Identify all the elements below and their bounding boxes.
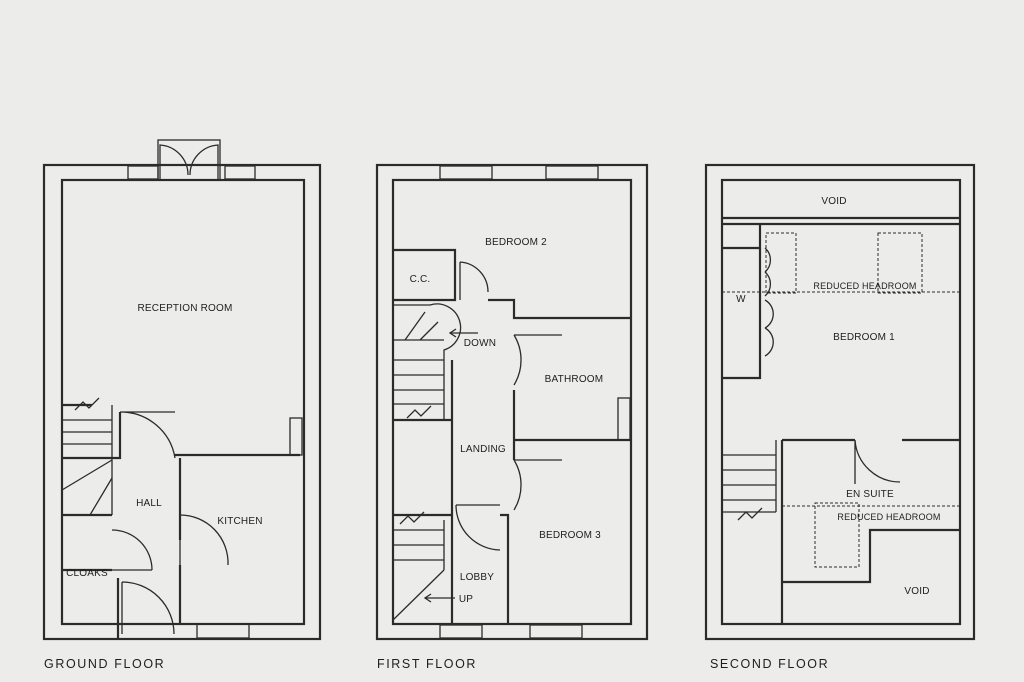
- room-label-bedroom-1: BEDROOM 1: [833, 332, 895, 343]
- window: [439, 165, 493, 180]
- room-label-bedroom-3: BEDROOM 3: [539, 530, 601, 541]
- first-stairs-lower: [392, 511, 455, 621]
- ground-floor-plan: [42, 139, 322, 641]
- first-stairs-upper: [393, 303, 478, 420]
- room-label-bathroom: BATHROOM: [545, 374, 604, 385]
- floor-caption-second: SECOND FLOOR: [710, 657, 829, 671]
- window: [196, 623, 250, 639]
- room-label-void-top: VOID: [821, 196, 846, 207]
- first-floor-plan: [375, 163, 649, 641]
- floor-caption-ground: GROUND FLOOR: [44, 657, 165, 671]
- door-swing: [459, 261, 489, 300]
- room-label-lobby: LOBBY: [460, 572, 494, 583]
- door-swing: [121, 581, 175, 635]
- room-label-cc: C.C.: [410, 274, 431, 285]
- door-swing: [111, 529, 153, 571]
- second-floor-plan: [704, 163, 976, 641]
- room-label-en-suite: EN SUITE: [846, 489, 894, 500]
- room-label-hall: HALL: [136, 498, 162, 509]
- ground-stairs: [61, 397, 113, 516]
- door-swing: [455, 504, 501, 551]
- room-label-reduced-headroom-1: REDUCED HEADROOM: [813, 281, 916, 291]
- floor-caption-first: FIRST FLOOR: [377, 657, 477, 671]
- wardrobe-door: [764, 299, 774, 357]
- door-swing: [119, 411, 176, 459]
- room-label-up: UP: [459, 594, 473, 605]
- room-label-down: DOWN: [464, 338, 496, 349]
- window: [529, 624, 583, 639]
- room-label-bedroom-2: BEDROOM 2: [485, 237, 547, 248]
- room-label-reduced-headroom-2: REDUCED HEADROOM: [837, 512, 940, 522]
- window: [439, 624, 483, 639]
- second-stairs: [722, 440, 777, 521]
- window: [545, 165, 599, 180]
- room-label-void-bottom: VOID: [904, 586, 929, 597]
- window: [127, 165, 159, 180]
- room-label-cloaks: CLOAKS: [66, 568, 108, 579]
- door-swing: [513, 459, 562, 511]
- room-label-kitchen: KITCHEN: [217, 516, 262, 527]
- door-swing: [513, 334, 562, 386]
- french-doors: [157, 139, 221, 181]
- door-swing: [179, 514, 229, 566]
- door-swing: [854, 439, 901, 484]
- window: [224, 165, 256, 180]
- room-label-w: W: [736, 294, 746, 305]
- room-label-reception: RECEPTION ROOM: [137, 303, 232, 314]
- wardrobe-door: [764, 247, 771, 297]
- room-label-landing: LANDING: [460, 444, 506, 455]
